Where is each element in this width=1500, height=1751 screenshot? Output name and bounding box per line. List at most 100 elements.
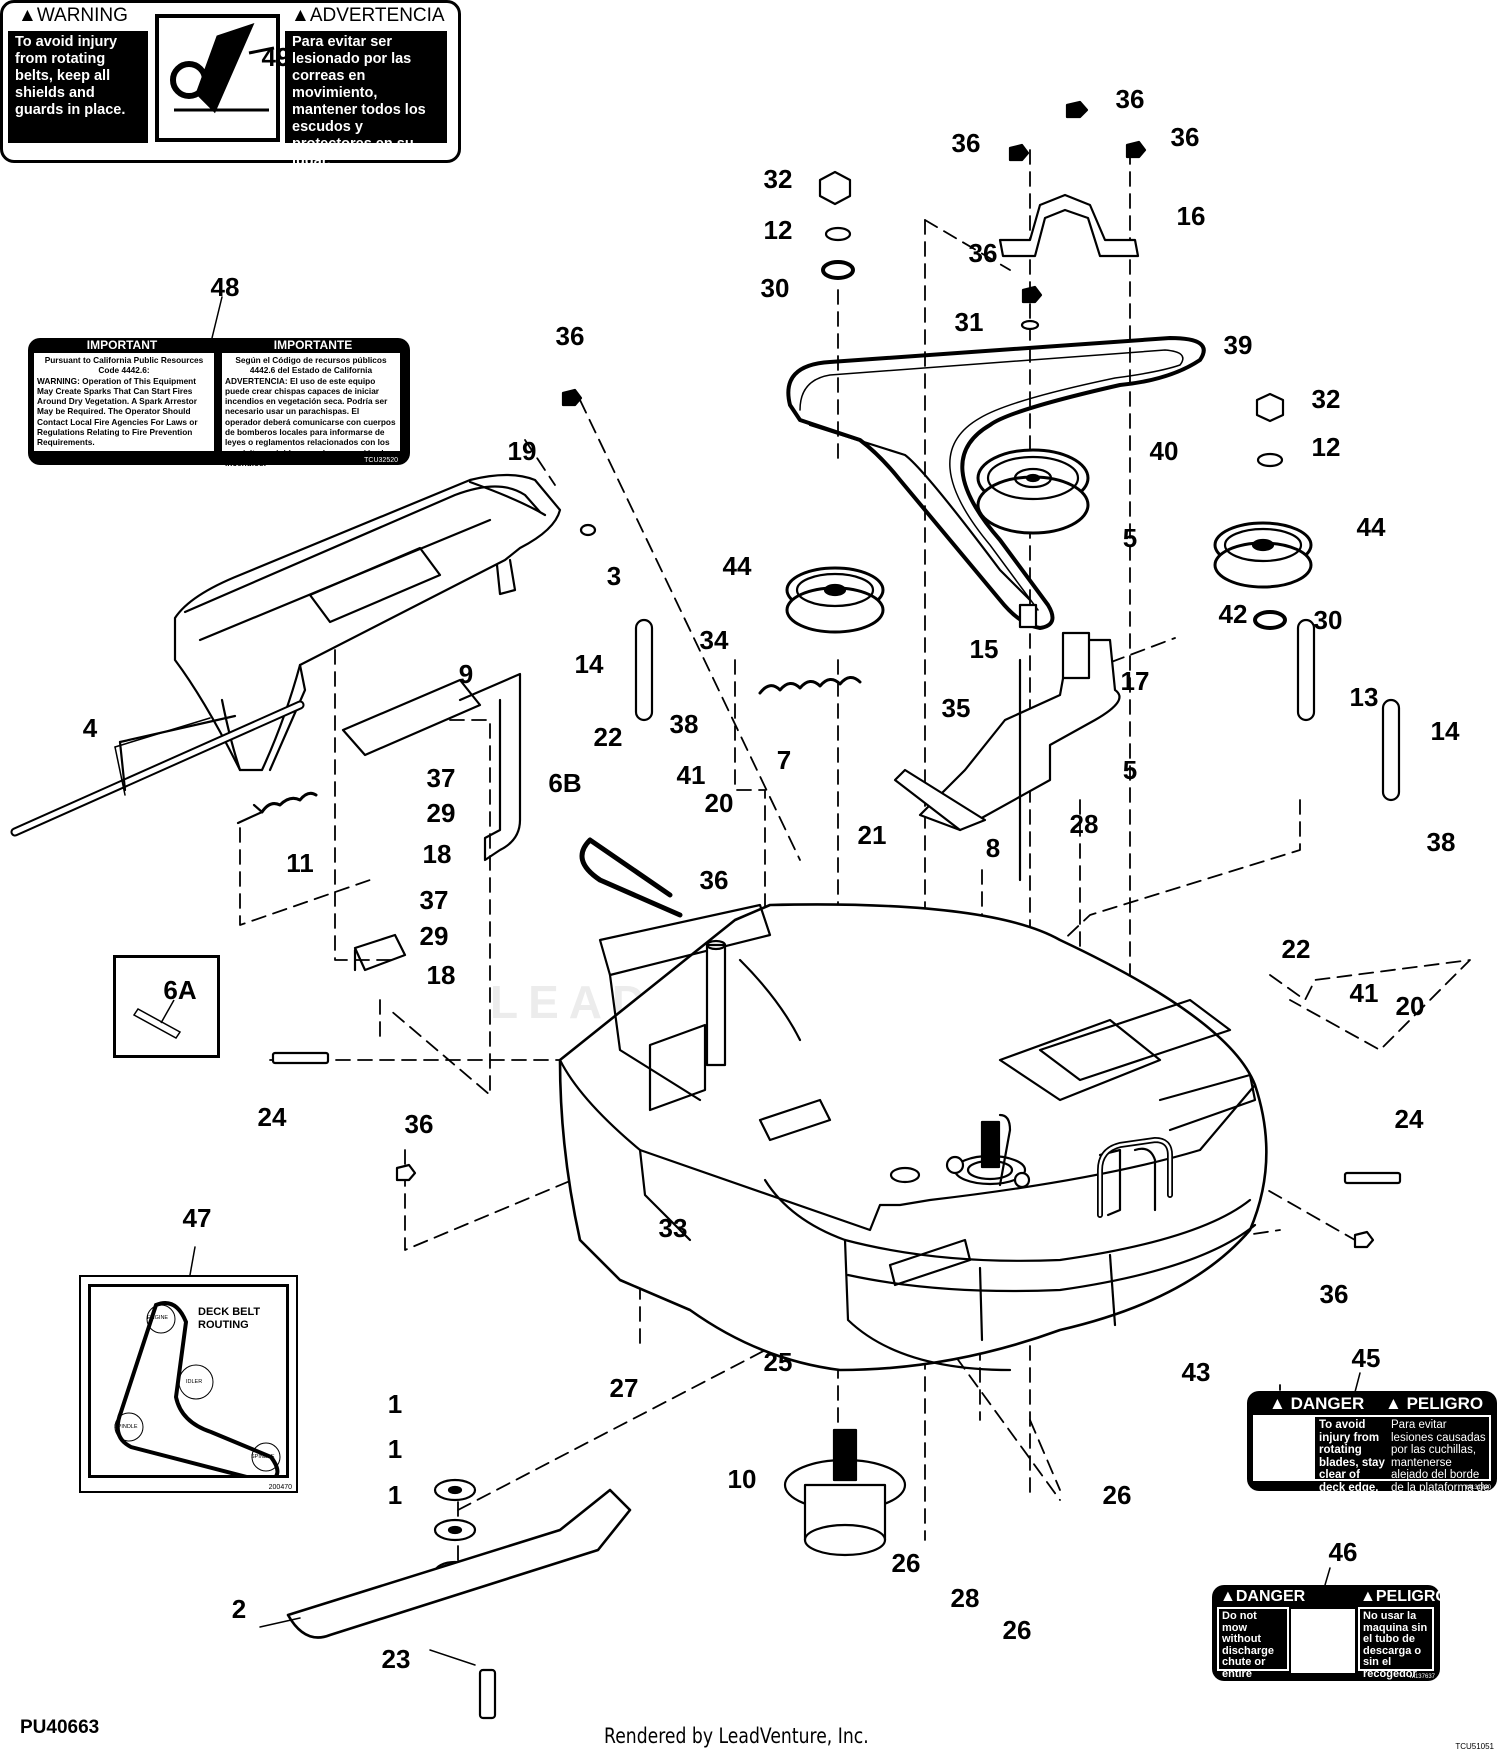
callout-30[interactable]: 30 xyxy=(760,273,790,303)
callout-29[interactable]: 29 xyxy=(419,921,449,951)
callout-36[interactable]: 36 xyxy=(1170,122,1200,152)
chute-brackets xyxy=(341,672,522,972)
callout-40[interactable]: 40 xyxy=(1149,436,1179,466)
callout-4[interactable]: 4 xyxy=(82,713,98,743)
callout-43[interactable]: 43 xyxy=(1181,1357,1211,1387)
callout-26[interactable]: 26 xyxy=(1002,1615,1032,1645)
callout-36[interactable]: 36 xyxy=(951,128,981,158)
callout-37[interactable]: 37 xyxy=(419,885,449,915)
callout-32[interactable]: 32 xyxy=(763,164,793,194)
callout-36[interactable]: 36 xyxy=(1115,84,1145,114)
callout-38[interactable]: 38 xyxy=(669,709,699,739)
callout-13[interactable]: 13 xyxy=(1349,682,1379,712)
callout-22[interactable]: 22 xyxy=(593,722,623,752)
callout-5[interactable]: 5 xyxy=(1122,755,1138,785)
pulley-label-spindle: SPINDLE xyxy=(251,1454,275,1460)
chute-spring xyxy=(236,791,318,825)
callout-36[interactable]: 36 xyxy=(968,238,998,268)
tension-spring xyxy=(758,676,862,695)
callout-41[interactable]: 41 xyxy=(676,760,706,790)
height-pins xyxy=(634,618,1401,802)
callout-39[interactable]: 39 xyxy=(1223,330,1253,360)
callout-18[interactable]: 18 xyxy=(422,839,452,869)
decal-code: TCU51051 xyxy=(1455,1742,1494,1751)
callout-17[interactable]: 17 xyxy=(1120,666,1150,696)
callout-22[interactable]: 22 xyxy=(1281,934,1311,964)
callout-14[interactable]: 14 xyxy=(1430,716,1460,746)
callout-47[interactable]: 47 xyxy=(182,1203,212,1233)
callout-45[interactable]: 45 xyxy=(1351,1343,1381,1373)
callout-2[interactable]: 2 xyxy=(231,1594,247,1624)
callout-5[interactable]: 5 xyxy=(1122,523,1138,553)
callout-36[interactable]: 36 xyxy=(404,1109,434,1139)
callout-38[interactable]: 38 xyxy=(1426,827,1456,857)
idler-arm xyxy=(893,603,1121,882)
callout-20[interactable]: 20 xyxy=(1395,991,1425,1021)
callout-1[interactable]: 1 xyxy=(387,1480,403,1510)
peligro-header: ▲PELIGRO xyxy=(1360,1588,1448,1605)
callout-28[interactable]: 28 xyxy=(1069,809,1099,839)
callout-37[interactable]: 37 xyxy=(426,763,456,793)
callout-1[interactable]: 1 xyxy=(387,1389,403,1419)
callout-28[interactable]: 28 xyxy=(950,1583,980,1613)
callout-14[interactable]: 14 xyxy=(574,649,604,679)
inset-6a-pin xyxy=(113,955,220,1058)
callout-42[interactable]: 42 xyxy=(1218,599,1248,629)
callout-44[interactable]: 44 xyxy=(1356,512,1386,542)
callout-24[interactable]: 24 xyxy=(1394,1104,1424,1134)
callout-12[interactable]: 12 xyxy=(1311,432,1341,462)
callout-36[interactable]: 36 xyxy=(1319,1279,1349,1309)
decal-46-discharge-danger: ▲DANGER ▲PELIGRO Do not mow without disc… xyxy=(1212,1585,1448,1715)
callout-49[interactable]: 49 xyxy=(261,42,291,72)
belt-routing-title: DECK BELT ROUTING xyxy=(198,1306,261,1331)
danger-header: ▲ DANGER xyxy=(1269,1394,1365,1413)
callout-33[interactable]: 33 xyxy=(658,1213,688,1243)
callout-48[interactable]: 48 xyxy=(210,272,240,302)
deck-spindle xyxy=(945,1120,1031,1189)
callout-26[interactable]: 26 xyxy=(1102,1480,1132,1510)
callout-25[interactable]: 25 xyxy=(763,1347,793,1377)
callout-31[interactable]: 31 xyxy=(954,307,984,337)
callout-41[interactable]: 41 xyxy=(1349,978,1379,1008)
callout-15[interactable]: 15 xyxy=(969,634,999,664)
callout-20[interactable]: 20 xyxy=(704,788,734,818)
spindle-pulley-right xyxy=(1213,521,1313,589)
callout-23[interactable]: 23 xyxy=(381,1644,411,1674)
pulley-label-idler: IDLER xyxy=(186,1379,203,1385)
callout-11[interactable]: 11 xyxy=(286,848,314,878)
callout-12[interactable]: 12 xyxy=(763,215,793,245)
decal-code: 200470 xyxy=(268,1484,292,1491)
callout-21[interactable]: 21 xyxy=(857,820,887,850)
callout-6b[interactable]: 6B xyxy=(548,768,582,798)
callout-32[interactable]: 32 xyxy=(1311,384,1341,414)
callout-44[interactable]: 44 xyxy=(722,551,752,581)
callout-30[interactable]: 30 xyxy=(1313,605,1343,635)
callout-24[interactable]: 24 xyxy=(257,1102,287,1132)
callout-46[interactable]: 46 xyxy=(1328,1537,1358,1567)
notice-text-en: Pursuant to California Public Resources … xyxy=(34,353,214,451)
callout-16[interactable]: 16 xyxy=(1176,201,1206,231)
decal-45-blade-danger: ▲ DANGER ▲ PELIGRO To avoid injury from … xyxy=(1247,1391,1497,1506)
callout-10[interactable]: 10 xyxy=(727,1464,757,1494)
callout-7[interactable]: 7 xyxy=(776,745,792,775)
callout-29[interactable]: 29 xyxy=(426,798,456,828)
callout-26[interactable]: 26 xyxy=(891,1548,921,1578)
callout-36[interactable]: 36 xyxy=(699,865,729,895)
pulley-label-engine: ENGINE xyxy=(147,1315,169,1321)
callout-34[interactable]: 34 xyxy=(699,625,729,655)
danger-text-en: To avoid injury from rotating blades, st… xyxy=(1319,1419,1385,1494)
callout-6a[interactable]: 6A xyxy=(163,975,197,1005)
danger-text-es: No usar la maquina sin el tubo de descar… xyxy=(1358,1607,1434,1703)
callout-8[interactable]: 8 xyxy=(985,833,1001,863)
callout-9[interactable]: 9 xyxy=(458,659,474,689)
diagram-part-code: PU40663 xyxy=(20,1717,100,1738)
importante-header: IMPORTANTE xyxy=(273,338,353,352)
warning-text-en: To avoid injury from rotating belts, kee… xyxy=(8,31,148,143)
callout-35[interactable]: 35 xyxy=(941,693,971,723)
callout-18[interactable]: 18 xyxy=(426,960,456,990)
callout-19[interactable]: 19 xyxy=(507,436,537,466)
callout-36[interactable]: 36 xyxy=(555,321,585,351)
callout-27[interactable]: 27 xyxy=(609,1373,639,1403)
callout-3[interactable]: 3 xyxy=(606,561,622,591)
callout-1[interactable]: 1 xyxy=(387,1434,403,1464)
